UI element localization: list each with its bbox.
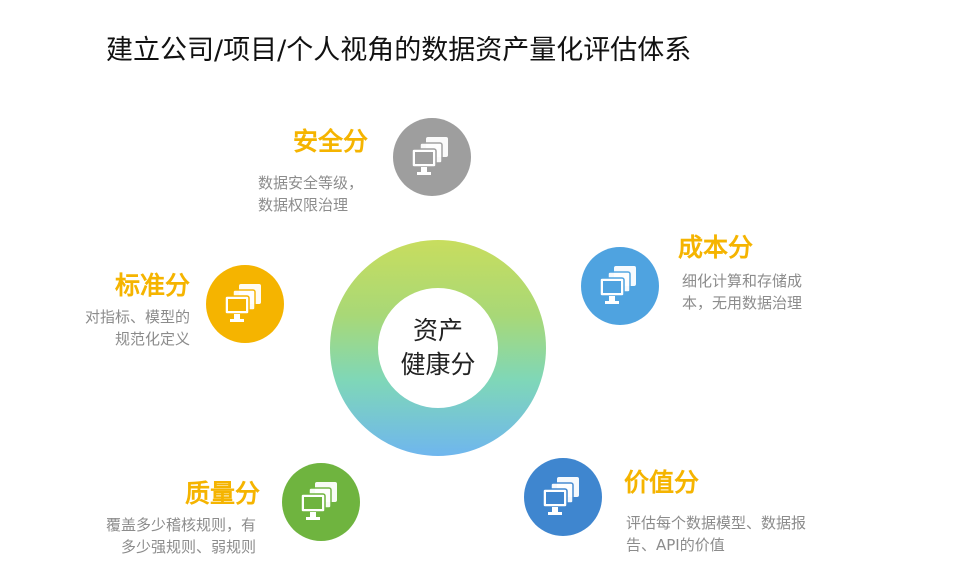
page-title: 建立公司/项目/个人视角的数据资产量化评估体系 — [106, 35, 692, 66]
asset-health-ring: 资产 健康分 — [330, 240, 546, 456]
quality-icon-circle — [282, 463, 360, 541]
security-desc-line1: 数据安全等级， — [258, 174, 364, 192]
security-desc-line2: 数据权限治理 — [258, 196, 349, 214]
quality-title: 质量分 — [184, 479, 260, 508]
monitor-windows-icon — [224, 284, 261, 322]
cost-icon-circle — [581, 247, 659, 325]
ring-center: 资产 健康分 — [378, 288, 498, 408]
value-title: 价值分 — [624, 468, 700, 497]
cost-title: 成本分 — [678, 233, 754, 262]
standard-title: 标准分 — [114, 271, 190, 300]
value-desc-line2: 告、API的价值 — [626, 536, 725, 554]
security-title: 安全分 — [292, 127, 368, 156]
value-icon-circle — [524, 458, 602, 536]
quality-desc-line2: 多少强规则、弱规则 — [120, 538, 256, 556]
monitor-windows-icon — [411, 137, 448, 175]
security-icon-circle — [393, 118, 471, 196]
cost-desc-line2: 本，无用数据治理 — [682, 294, 803, 312]
center-label-line1: 资产 — [412, 316, 463, 345]
center-label-line2: 健康分 — [400, 350, 476, 379]
standard-desc-line1: 对指标、模型的 — [84, 308, 190, 326]
monitor-windows-icon — [300, 482, 337, 520]
value-desc-line1: 评估每个数据模型、数据报 — [626, 514, 807, 532]
monitor-windows-icon — [599, 266, 636, 304]
cost-desc-line1: 细化计算和存储成 — [682, 272, 803, 290]
standard-icon-circle — [206, 265, 284, 343]
monitor-windows-icon — [542, 477, 579, 515]
standard-desc-line2: 规范化定义 — [114, 330, 190, 348]
quality-desc-line1: 覆盖多少稽核规则，有 — [105, 516, 256, 534]
